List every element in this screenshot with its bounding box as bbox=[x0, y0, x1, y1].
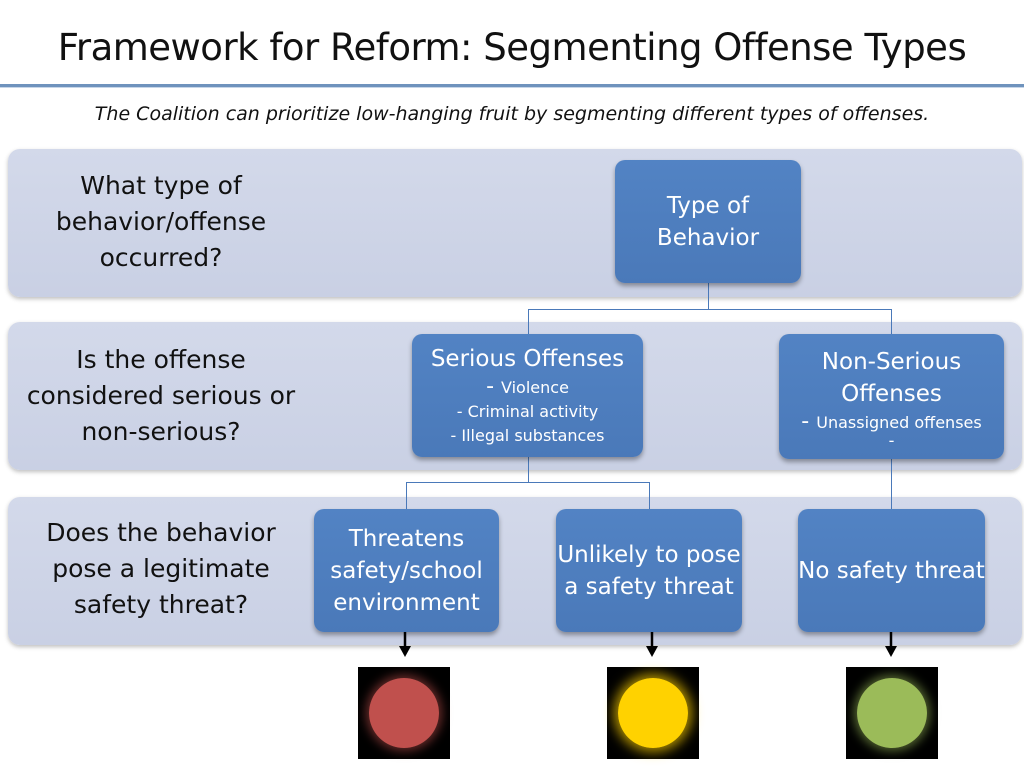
connector-line bbox=[649, 482, 650, 509]
type-of-behavior-node: Type of Behavior bbox=[615, 160, 801, 283]
no-safety-threat-label: No safety threat bbox=[798, 557, 985, 584]
green-lamp bbox=[857, 678, 927, 748]
connector-line bbox=[708, 283, 709, 309]
serious-offenses-node: Serious Offenses - Violence - Criminal a… bbox=[412, 334, 643, 457]
unlikely-threat-node: Unlikely to pose a safety threat bbox=[556, 509, 742, 632]
connector-line bbox=[528, 309, 529, 335]
type-of-behavior-label: Type of Behavior bbox=[656, 192, 760, 251]
connector-line bbox=[528, 457, 529, 482]
serious-item-substances: Illegal substances bbox=[461, 426, 605, 445]
row-question-type: What type of behavior/offense occurred? bbox=[55, 171, 267, 272]
yellow-light-icon bbox=[607, 667, 699, 759]
connector-line bbox=[528, 309, 892, 310]
row-band-type bbox=[8, 149, 1022, 297]
connector-line bbox=[406, 482, 650, 483]
serious-item-violence: Violence bbox=[501, 378, 569, 397]
green-light-icon bbox=[846, 667, 938, 759]
connector-line bbox=[891, 459, 892, 509]
non-serious-offenses-heading: Non-Serious Offenses bbox=[821, 349, 962, 407]
title-divider bbox=[0, 84, 1024, 88]
serious-item-criminal: Criminal activity bbox=[467, 402, 599, 421]
down-arrow-icon bbox=[885, 632, 897, 657]
connector-line bbox=[891, 309, 892, 335]
subtitle: The Coalition can prioritize low-hanging… bbox=[94, 103, 930, 125]
row-question-severity: Is the offense considered serious or non… bbox=[26, 345, 296, 446]
no-safety-threat-node: No safety threat bbox=[798, 509, 985, 632]
non-serious-item-unassigned: Unassigned offenses bbox=[816, 413, 982, 432]
down-arrow-icon bbox=[646, 632, 658, 657]
non-serious-offenses-node: Non-Serious Offenses - Unassigned offens… bbox=[779, 334, 1004, 459]
red-light-icon bbox=[358, 667, 450, 759]
page-title: Framework for Reform: Segmenting Offense… bbox=[57, 26, 967, 69]
row-question-threat: Does the behavior pose a legitimate safe… bbox=[46, 518, 276, 619]
connector-line bbox=[406, 482, 407, 509]
threatens-safety-node: Threatens safety/school environment bbox=[314, 509, 499, 632]
threatens-safety-label: Threatens safety/school environment bbox=[330, 525, 483, 616]
red-lamp bbox=[369, 678, 439, 748]
yellow-lamp bbox=[618, 678, 688, 748]
serious-offenses-heading: Serious Offenses bbox=[430, 346, 625, 372]
down-arrow-icon bbox=[399, 632, 411, 657]
unlikely-threat-label: Unlikely to pose a safety threat bbox=[557, 541, 741, 600]
